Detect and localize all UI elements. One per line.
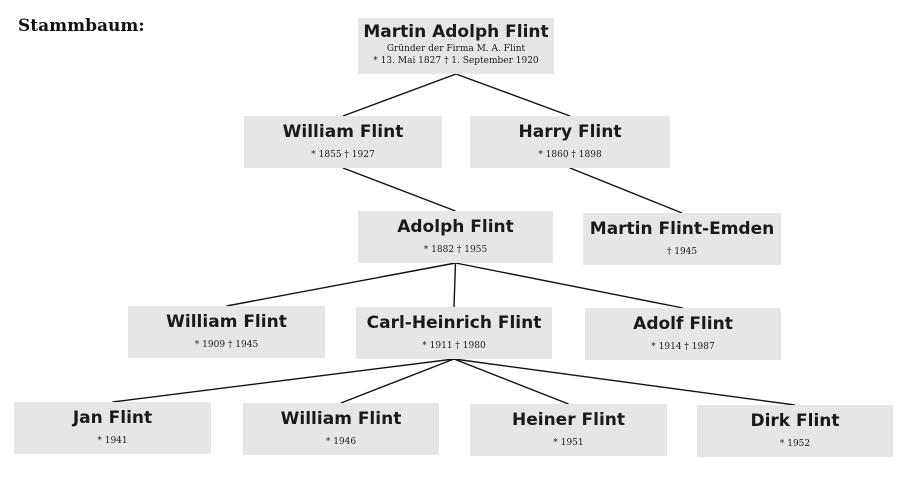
person-name: Martin Adolph Flint (363, 22, 549, 42)
person-carl-heinrich-flint: Carl-Heinrich Flint * 1911 † 1980 (356, 307, 552, 359)
person-dates: * 1951 (553, 438, 584, 448)
link-adolph-to-carl_heinrich (453, 262, 457, 308)
person-dates: * 1860 † 1898 (538, 150, 602, 160)
person-harry-flint: Harry Flint * 1860 † 1898 (470, 116, 670, 168)
person-name: Dirk Flint (750, 411, 840, 431)
person-name: Martin Flint-Emden (589, 219, 775, 239)
link-martin_adolph-to-harry (455, 73, 571, 117)
person-william-flint-1855: William Flint * 1855 † 1927 (244, 116, 442, 168)
person-name: Jan Flint (72, 408, 153, 428)
person-name: Carl-Heinrich Flint (366, 313, 542, 333)
person-dirk-flint: Dirk Flint * 1952 (697, 405, 893, 457)
person-dates: * 1952 (779, 439, 811, 449)
person-name: William Flint (282, 122, 404, 142)
person-jan-flint: Jan Flint * 1941 (14, 402, 211, 454)
person-name: Harry Flint (518, 122, 622, 142)
person-dates: * 1946 (325, 437, 357, 447)
link-carl_heinrich-to-william_1946 (340, 358, 455, 404)
person-dates: † 1945 (666, 247, 698, 257)
person-adolf-flint: Adolf Flint * 1914 † 1987 (585, 308, 781, 360)
person-dates: * 1914 † 1987 (651, 342, 715, 352)
link-william_1855-to-adolph (342, 167, 456, 212)
link-carl_heinrich-to-jan (112, 358, 455, 403)
person-heiner-flint: Heiner Flint * 1951 (470, 404, 667, 456)
person-name: William Flint (280, 409, 402, 429)
person-name: William Flint (166, 312, 287, 332)
link-martin_adolph-to-william_1855 (342, 73, 457, 117)
link-carl_heinrich-to-dirk (453, 358, 796, 406)
person-name: Heiner Flint (511, 410, 625, 430)
person-name: Adolf Flint (633, 314, 733, 334)
link-harry-to-martin_emden (569, 167, 683, 214)
person-martin-flint-emden: Martin Flint-Emden † 1945 (583, 213, 781, 265)
diagram-heading: Stammbaum: (18, 16, 145, 36)
person-william-flint-1909: William Flint * 1909 † 1945 (128, 306, 325, 358)
person-william-flint-1946: William Flint * 1946 (243, 403, 439, 455)
person-martin-adolph-flint: Martin Adolph Flint Gründer der Firma M.… (358, 18, 554, 74)
person-adolph-flint: Adolph Flint * 1882 † 1955 (358, 211, 553, 263)
person-dates: * 1909 † 1945 (194, 340, 259, 350)
person-dates: * 1855 † 1927 (311, 150, 375, 160)
link-adolph-to-william_1909 (226, 262, 456, 307)
person-dates: * 13. Mai 1827 † 1. September 1920 (373, 56, 539, 66)
link-adolph-to-adolf (455, 262, 684, 309)
person-dates: * 1911 † 1980 (422, 341, 486, 351)
person-name: Adolph Flint (397, 217, 514, 237)
person-dates: * 1941 (97, 436, 128, 446)
person-dates: * 1882 † 1955 (423, 245, 488, 255)
person-role: Gründer der Firma M. A. Flint (386, 44, 526, 54)
link-carl_heinrich-to-heiner (453, 358, 569, 405)
